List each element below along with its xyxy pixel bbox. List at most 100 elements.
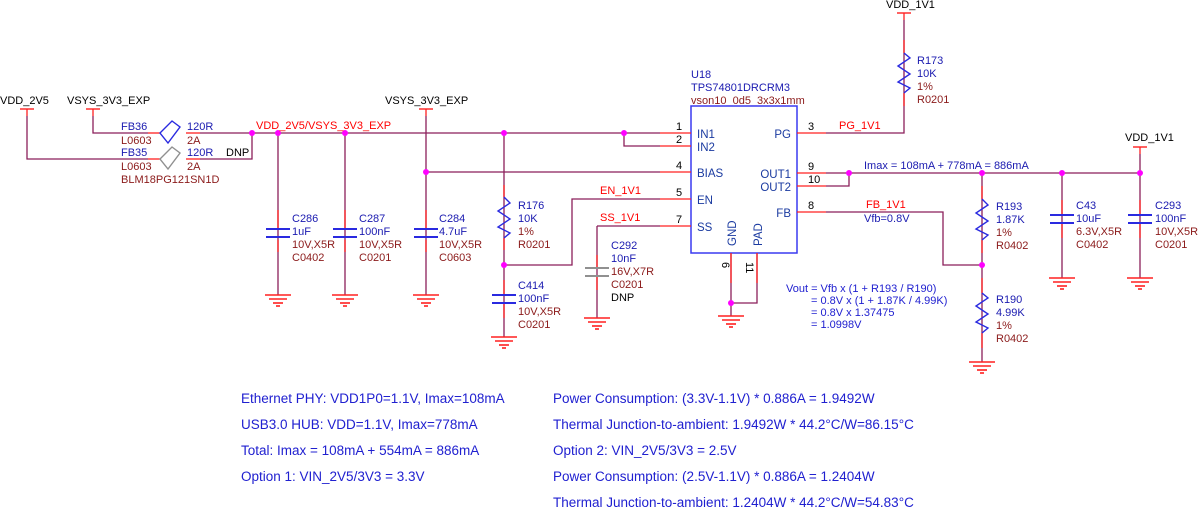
vout-formula: Vout = Vfb x (1 + R193 / R190) = 0.8V x … — [786, 283, 947, 331]
ground-icon — [491, 336, 517, 349]
component-ref: C284 — [439, 213, 465, 225]
capacitor-c414[interactable]: C414 100nF 10V,X5R C0201 — [492, 280, 561, 331]
power-port-label: VDD_1V1 — [1125, 132, 1174, 144]
note-line: USB3.0 HUB: VDD=1.1V, Imax=778mA — [241, 417, 478, 432]
component-value: 1.87K — [996, 214, 1025, 226]
pin-name: OUT2 — [760, 182, 791, 194]
resistor-r176[interactable]: R176 10K 1% R0201 — [496, 185, 550, 251]
capacitor-c43[interactable]: C43 10uF 6.3V,X5R C0402 — [1050, 200, 1122, 251]
component-ref: R176 — [518, 200, 544, 212]
net-label-fb: FB_1V1 — [866, 199, 906, 211]
pin-number: 3 — [808, 121, 814, 133]
component-footprint: C0402 — [292, 252, 324, 264]
wires — [26, 20, 1141, 362]
component-ref: C287 — [359, 213, 385, 225]
ground-icon — [413, 294, 439, 307]
component-value: 10uF — [1076, 213, 1101, 225]
ground-icon — [584, 317, 610, 330]
ferrite-bead-icon — [159, 146, 181, 171]
pin-number: 2 — [676, 134, 682, 146]
component-footprint: C0603 — [439, 252, 471, 264]
pin-name: BIAS — [697, 168, 724, 180]
capacitor-c293[interactable]: C293 100nF 10V,X5R C0201 — [1128, 200, 1198, 251]
resistor-r193[interactable]: R193 1.87K 1% R0402 — [974, 186, 1028, 253]
net-note-imax: Imax = 108mA + 778mA = 886mA — [864, 160, 1029, 172]
resistor-icon — [974, 198, 990, 241]
ferrite-bead-icon — [159, 120, 181, 145]
pin-number: 6 — [719, 262, 731, 268]
pin-number: 11 — [743, 262, 755, 273]
component-ref: R190 — [996, 294, 1022, 306]
pin-name: GND — [727, 220, 739, 246]
note-line: Ethernet PHY: VDD1P0=1.1V, Imax=108mA — [241, 391, 505, 406]
junction-dot — [979, 170, 985, 176]
component-ref: C414 — [518, 280, 544, 292]
junction-dot — [728, 300, 734, 306]
resistor-r190[interactable]: R190 4.99K 1% R0402 — [974, 278, 1028, 348]
component-tolerance: 1% — [917, 81, 933, 93]
pin-number: 8 — [808, 200, 814, 212]
ground-icon — [1127, 277, 1153, 290]
component-footprint: L0603 — [121, 161, 152, 173]
junction-dot — [621, 130, 627, 136]
component-ref: C43 — [1076, 200, 1096, 212]
component-footprint: C0201 — [1155, 239, 1187, 251]
pin-number: 4 — [676, 160, 682, 172]
component-ref: FB36 — [121, 121, 147, 133]
junction-dot — [501, 262, 507, 268]
capacitor-c286[interactable]: C286 1uF 10V,X5R C0402 — [266, 210, 335, 264]
formula-line: = 0.8V x (1 + 1.87K / 4.99K) — [811, 295, 947, 307]
component-footprint: R0402 — [996, 333, 1028, 345]
resistor-r173[interactable]: R173 10K 1% R0201 — [896, 40, 949, 106]
ic-u18[interactable]: U18 TPS74801DRCRM3 vson10_0d5_3x3x1mm 1 … — [660, 69, 826, 283]
notes-left: Ethernet PHY: VDD1P0=1.1V, Imax=108mA US… — [241, 391, 505, 484]
formula-line: = 1.0998V — [811, 319, 862, 331]
ground-icon — [969, 361, 995, 374]
component-ref: C293 — [1155, 200, 1181, 212]
component-value: 4.7uF — [439, 226, 467, 238]
ground-icon — [718, 315, 744, 328]
component-value: 120R — [187, 147, 213, 159]
component-footprint: C0201 — [611, 279, 643, 291]
component-value: 100nF — [359, 226, 390, 238]
resistor-icon — [974, 292, 990, 334]
ic-ref: U18 — [691, 69, 711, 81]
ferrite-bead-fb35[interactable]: FB35 L0603 120R 2A DNP BLM18PG121SN1D — [121, 146, 249, 186]
component-footprint: C0201 — [359, 252, 391, 264]
component-value: 10K — [518, 213, 538, 225]
junction-dot — [423, 169, 429, 175]
resistor-icon — [896, 52, 912, 94]
component-rating: 10V,X5R — [359, 239, 402, 251]
pin-name: IN2 — [697, 142, 715, 154]
formula-line: = 0.8V x 1.37475 — [811, 307, 894, 319]
note-line: Power Consumption: (2.5V-1.1V) * 0.886A … — [553, 469, 875, 484]
power-port-vdd-2v5: VDD_2V5 — [0, 95, 49, 116]
capacitor-c292[interactable]: C292 10nF 16V,X7R C0201 DNP — [585, 240, 654, 304]
junction-dot — [1137, 170, 1143, 176]
pin-number: 5 — [676, 187, 682, 199]
junction-dot — [501, 130, 507, 136]
ground-icon — [265, 294, 291, 307]
power-port-vsys-left: VSYS_3V3_EXP — [67, 95, 150, 116]
net-label-pg: PG_1V1 — [839, 120, 881, 132]
capacitor-c287[interactable]: C287 100nF 10V,X5R C0201 — [333, 210, 402, 264]
ferrite-bead-fb36[interactable]: FB36 L0603 120R 2A — [121, 120, 213, 147]
capacitor-c284[interactable]: C284 4.7uF 10V,X5R C0603 — [414, 210, 482, 264]
pin-name: OUT1 — [760, 169, 791, 181]
component-rating: 2A — [187, 161, 201, 173]
component-footprint: R0201 — [518, 239, 550, 251]
pin-name: EN — [697, 195, 713, 207]
ic-part: TPS74801DRCRM3 — [691, 82, 790, 94]
component-part: BLM18PG121SN1D — [121, 174, 219, 186]
power-port-label: VDD_2V5 — [0, 95, 49, 107]
ic-body — [690, 105, 798, 254]
component-ref: R193 — [996, 201, 1022, 213]
junction-dot — [979, 262, 985, 268]
ic-package: vson10_0d5_3x3x1mm — [691, 95, 805, 107]
junction-dot — [249, 130, 255, 136]
formula-line: Vout = Vfb x (1 + R193 / R190) — [786, 283, 936, 295]
component-rating: 10V,X5R — [439, 239, 482, 251]
pin-name: IN1 — [697, 129, 715, 141]
power-port-vdd-1v1-right: VDD_1V1 — [1125, 132, 1174, 154]
